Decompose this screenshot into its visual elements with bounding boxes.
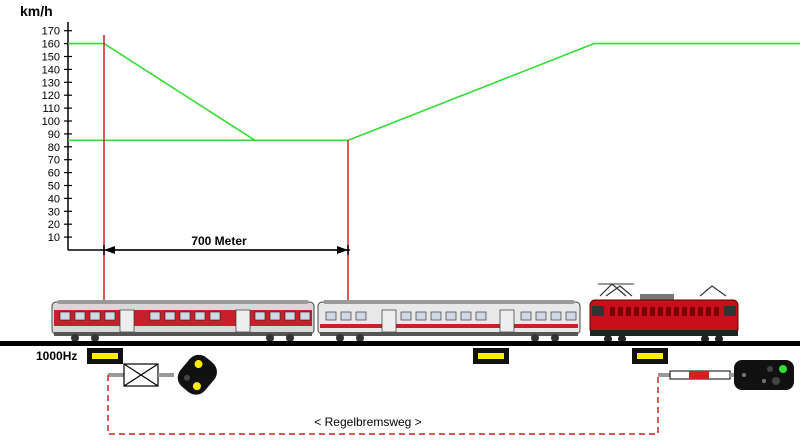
y-tick-label: 90: [48, 129, 60, 141]
coach-window: [209, 311, 221, 321]
coach-window: [104, 311, 116, 321]
coach-window: [179, 311, 191, 321]
coach-window: [535, 311, 547, 321]
coach-window: [475, 311, 487, 321]
y-axis-label: km/h: [20, 3, 53, 19]
brake-distance-label: < Regelbremsweg >: [314, 415, 421, 429]
coach-window: [400, 311, 412, 321]
brake-distance-bracket: [107, 375, 659, 435]
coach-window: [74, 311, 86, 321]
y-tick-label: 120: [42, 90, 60, 102]
coach-window: [415, 311, 427, 321]
y-tick-label: 160: [42, 39, 60, 51]
track-magnet-1000hz: [87, 348, 123, 364]
grille-slot: [674, 307, 679, 316]
coach-window: [460, 311, 472, 321]
grille-slot: [690, 307, 695, 316]
grille-slot: [634, 307, 639, 316]
y-tick-label: 80: [48, 142, 60, 154]
grille-slot: [642, 307, 647, 316]
grille-slot: [658, 307, 663, 316]
y-tick-label: 20: [48, 219, 60, 231]
coach-window: [89, 311, 101, 321]
coach-window: [299, 311, 311, 321]
coach-1-windows: [59, 311, 311, 321]
track-magnet-signal: [632, 348, 668, 364]
coach-window: [520, 311, 532, 321]
y-tick-label: 70: [48, 155, 60, 167]
coach-2: [317, 300, 581, 342]
y-tick-label: 130: [42, 77, 60, 89]
grille-slot: [682, 307, 687, 316]
track-rail: [0, 341, 800, 346]
grille-slot: [714, 307, 719, 316]
grille-slot: [666, 307, 671, 316]
grille-slot: [706, 307, 711, 316]
coach-window: [340, 311, 352, 321]
coach-window: [325, 311, 337, 321]
y-tick-label: 140: [42, 64, 60, 76]
coach-window: [565, 311, 577, 321]
locomotive-grille: [610, 307, 719, 316]
coach-window: [445, 311, 457, 321]
distance-arrow-right: [337, 246, 348, 254]
distance-label: 700 Meter: [191, 234, 247, 248]
train: [51, 283, 739, 343]
y-tick-label: 50: [48, 181, 60, 193]
track-magnet-middle: [473, 348, 509, 364]
grille-slot: [610, 307, 615, 316]
speed-chart: 1020304050607080901001101201301401501601…: [20, 3, 800, 302]
y-tick-label: 60: [48, 168, 60, 180]
coach-window: [284, 311, 296, 321]
y-tick-label: 10: [48, 232, 60, 244]
y-tick-label: 40: [48, 193, 60, 205]
y-tick-labels: 1020304050607080901001101201301401501601…: [42, 26, 60, 244]
coach-window: [164, 311, 176, 321]
locomotive: [589, 283, 739, 343]
distance-arrow-left: [104, 246, 115, 254]
grille-slot: [626, 307, 631, 316]
coach-2-windows: [325, 311, 577, 321]
coach-window: [269, 311, 281, 321]
main-signal: [658, 360, 794, 390]
y-tick-label: 30: [48, 206, 60, 218]
grille-slot: [618, 307, 623, 316]
distant-signal: [108, 354, 217, 395]
speed-profile-line: [68, 42, 800, 142]
y-tick-label: 110: [42, 103, 60, 115]
coach-1: [51, 300, 315, 342]
grille-slot: [698, 307, 703, 316]
y-tick-label: 100: [42, 116, 60, 128]
coach-window: [550, 311, 562, 321]
frequency-label: 1000Hz: [36, 349, 77, 363]
y-tick-label: 170: [42, 26, 60, 38]
grille-slot: [650, 307, 655, 316]
coach-window: [430, 311, 442, 321]
y-tick-label: 150: [42, 52, 60, 64]
speed-curves: [68, 42, 800, 142]
coach-window: [59, 311, 71, 321]
coach-window: [355, 311, 367, 321]
coach-window: [194, 311, 206, 321]
coach-window: [149, 311, 161, 321]
coach-window: [254, 311, 266, 321]
